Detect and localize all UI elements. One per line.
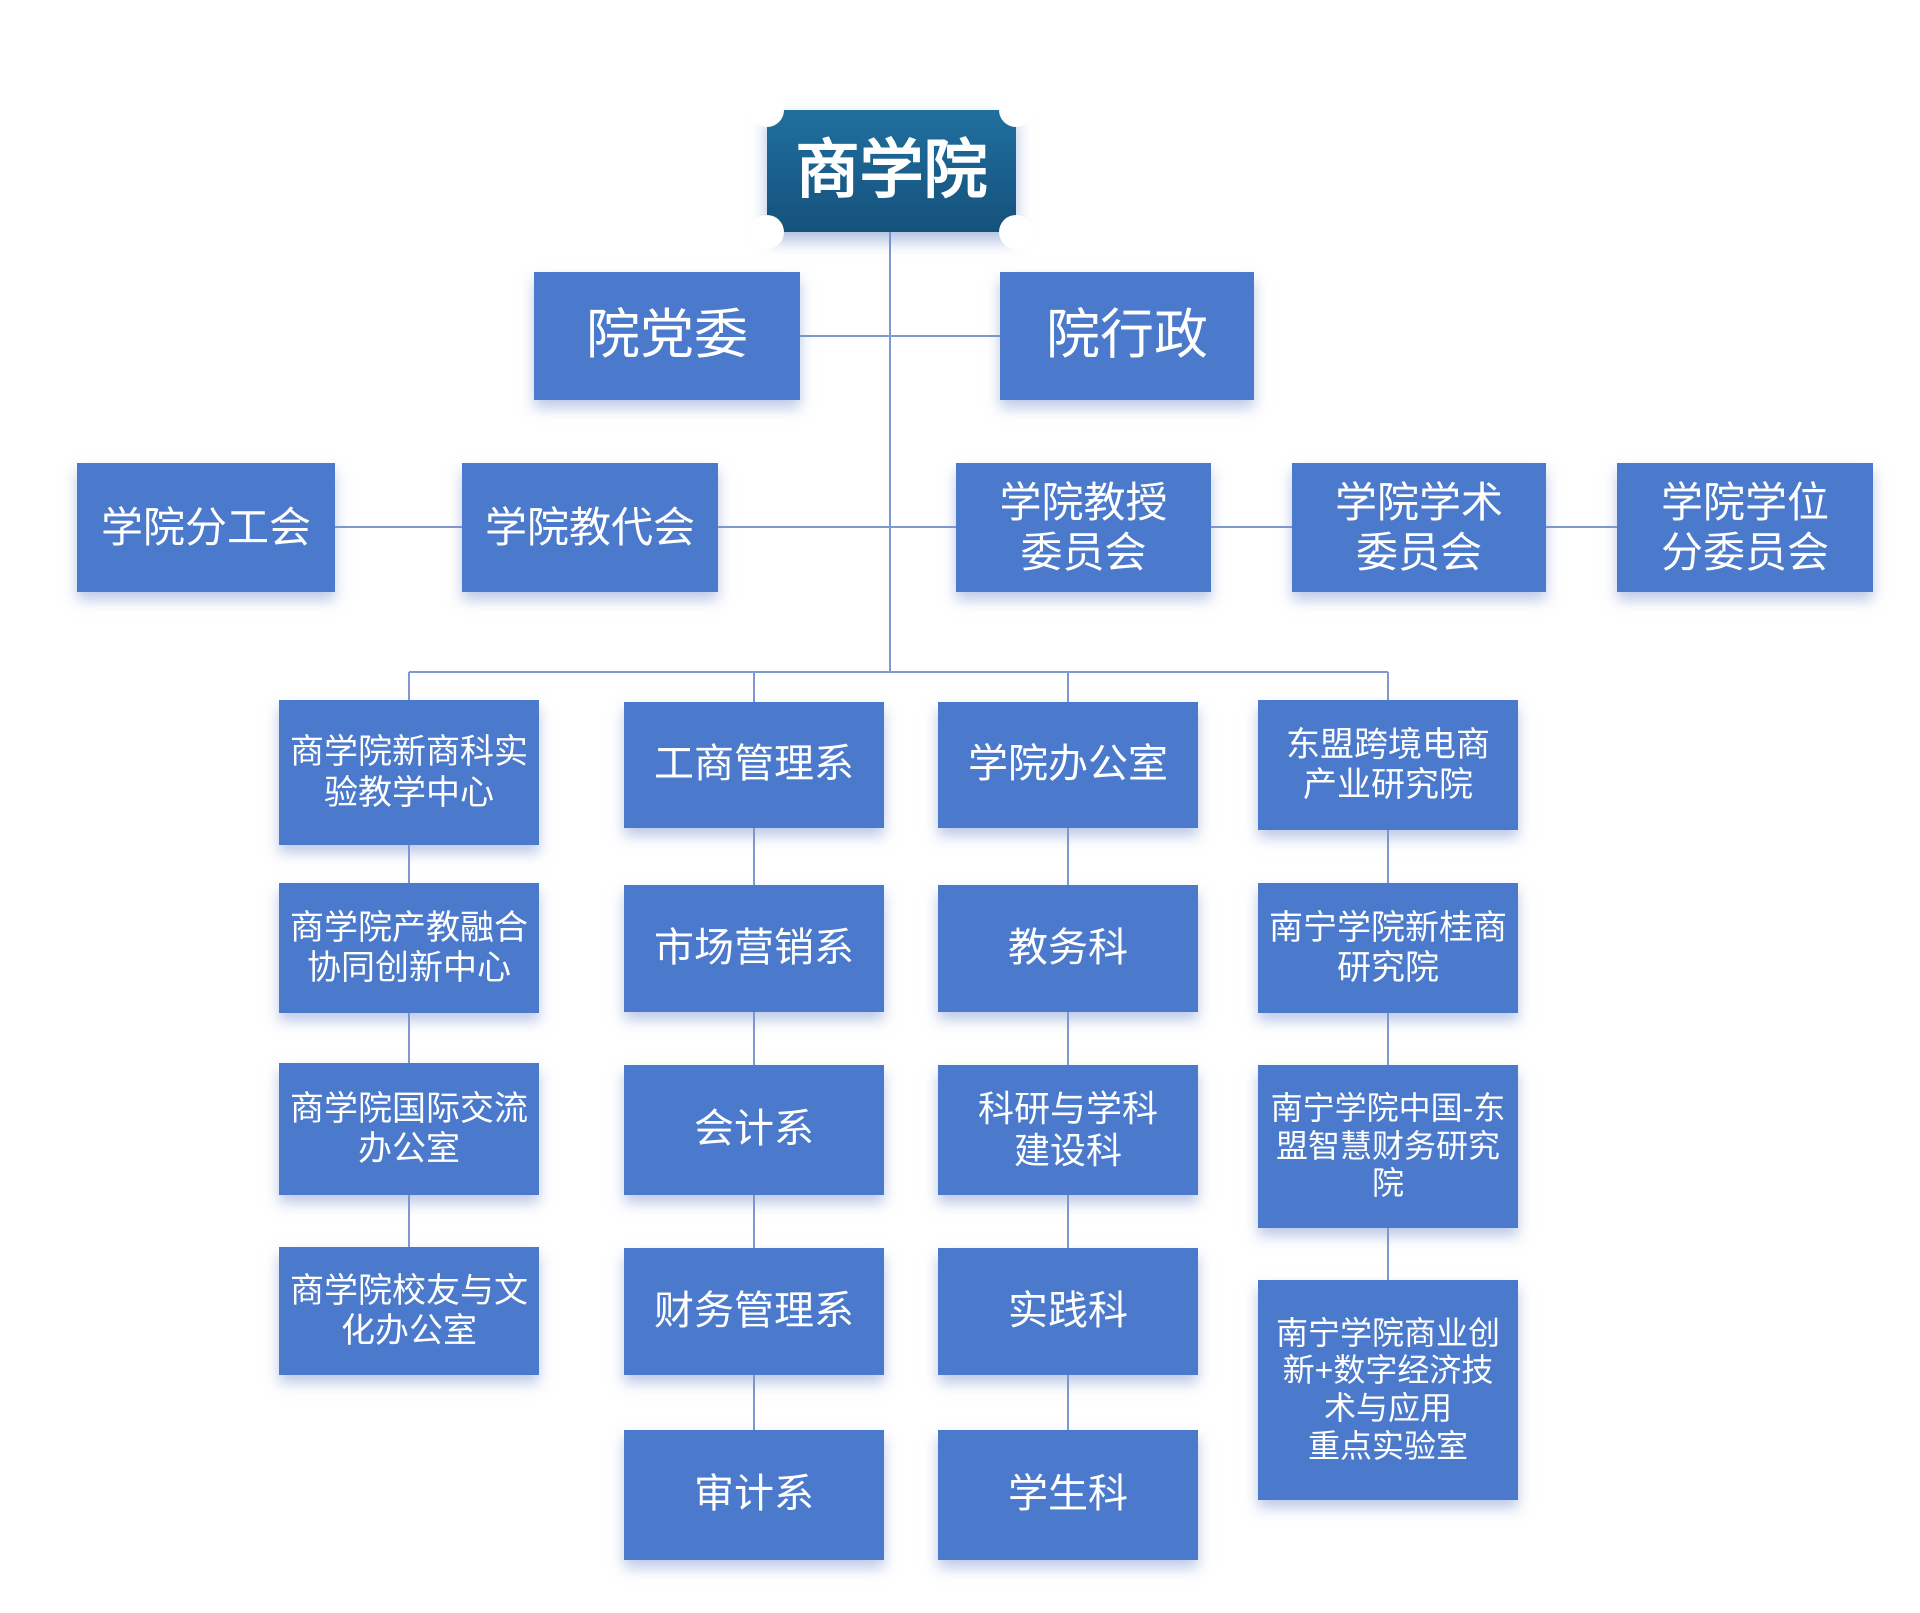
plaque-notch <box>750 215 784 249</box>
node-label: 南宁学院商业创 新+数字经济技 术与应用 重点实验室 <box>1275 1314 1500 1464</box>
plaque-notch <box>999 215 1033 249</box>
node-label: 商学院产教融合 协同创新中心 <box>290 908 528 987</box>
node-marketing-dept: 市场营销系 <box>624 885 884 1012</box>
node-label: 学院办公室 <box>968 742 1168 787</box>
node-label: 科研与学科 建设科 <box>977 1087 1158 1171</box>
node-new-business-experiment-center: 商学院新商科实 验教学中心 <box>279 700 539 845</box>
node-research-discipline-section: 科研与学科 建设科 <box>938 1065 1198 1195</box>
node-china-asean-smart-finance-institute: 南宁学院中国-东 盟智慧财务研究院 <box>1258 1065 1518 1228</box>
node-label: 学院分工会 <box>100 503 311 551</box>
node-college-office: 学院办公室 <box>938 702 1198 828</box>
node-business-administration-dept: 工商管理系 <box>624 702 884 828</box>
node-accounting-dept: 会计系 <box>624 1065 884 1195</box>
node-label: 学院教授 委员会 <box>999 478 1168 576</box>
node-label: 商学院校友与文 化办公室 <box>290 1271 528 1350</box>
node-professor-committee: 学院教授 委员会 <box>956 463 1211 592</box>
node-label: 市场营销系 <box>654 925 854 970</box>
node-label: 学院教代会 <box>484 503 695 551</box>
node-industry-education-innovation-center: 商学院产教融合 协同创新中心 <box>279 883 539 1013</box>
node-label: 实践科 <box>1008 1288 1128 1333</box>
node-business-school: 商学院 <box>750 93 1033 249</box>
node-faculty-staff-congress: 学院教代会 <box>462 463 718 592</box>
node-label: 院行政 <box>1046 305 1208 366</box>
node-label: 学院学位 分委员会 <box>1660 478 1829 576</box>
node-label: 会计系 <box>694 1107 814 1152</box>
node-practice-section: 实践科 <box>938 1248 1198 1375</box>
node-key-laboratory: 南宁学院商业创 新+数字经济技 术与应用 重点实验室 <box>1258 1280 1518 1500</box>
node-xinguishang-institute: 南宁学院新桂商 研究院 <box>1258 883 1518 1013</box>
node-administration: 院行政 <box>1000 272 1254 400</box>
node-international-exchange-office: 商学院国际交流 办公室 <box>279 1063 539 1195</box>
node-academic-committee: 学院学术 委员会 <box>1292 463 1546 592</box>
node-asean-ecommerce-institute: 东盟跨境电商 产业研究院 <box>1258 700 1518 830</box>
node-label: 商学院 <box>795 134 988 207</box>
node-alumni-culture-office: 商学院校友与文 化办公室 <box>279 1247 539 1375</box>
node-financial-management-dept: 财务管理系 <box>624 1248 884 1375</box>
node-academic-affairs-section: 教务科 <box>938 885 1198 1012</box>
node-party-committee: 院党委 <box>534 272 800 400</box>
plaque-notch <box>750 93 784 127</box>
node-label: 商学院新商科实 验教学中心 <box>290 733 528 812</box>
node-label: 商学院国际交流 办公室 <box>290 1089 528 1168</box>
node-label: 学院学术 委员会 <box>1334 478 1503 576</box>
node-label: 东盟跨境电商 产业研究院 <box>1286 725 1490 804</box>
node-college-union: 学院分工会 <box>77 463 335 592</box>
node-degree-subcommittee: 学院学位 分委员会 <box>1617 463 1873 592</box>
node-student-section: 学生科 <box>938 1430 1198 1560</box>
node-label: 南宁学院中国-东 盟智慧财务研究院 <box>1270 1089 1506 1202</box>
node-label: 工商管理系 <box>654 742 854 787</box>
node-label: 学生科 <box>1008 1472 1128 1517</box>
node-label: 财务管理系 <box>654 1288 854 1333</box>
node-label: 院党委 <box>586 305 748 366</box>
node-label: 教务科 <box>1008 925 1128 970</box>
node-label: 审计系 <box>694 1472 814 1517</box>
plaque-notch <box>999 93 1033 127</box>
node-audit-dept: 审计系 <box>624 1430 884 1560</box>
node-label: 南宁学院新桂商 研究院 <box>1269 908 1507 987</box>
